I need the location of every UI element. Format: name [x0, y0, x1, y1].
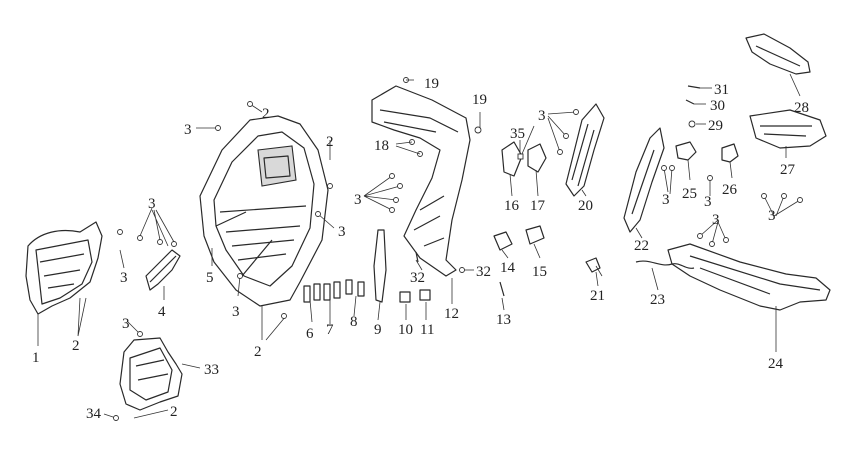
- label-34: 34: [86, 406, 102, 422]
- label-2: 2: [254, 344, 262, 360]
- part-20-trim: [565, 103, 605, 197]
- label-20: 20: [578, 198, 593, 214]
- label-24: 24: [768, 356, 784, 372]
- label-3: 3: [122, 316, 130, 332]
- part-21-connector: [585, 257, 603, 277]
- label-2: 2: [170, 404, 178, 420]
- part-16-bracket: [501, 141, 523, 177]
- label-3: 3: [120, 270, 128, 286]
- label-3: 3: [768, 208, 776, 224]
- label-3: 3: [662, 192, 670, 208]
- label-1: 1: [32, 350, 40, 366]
- part-15-switch: [525, 225, 545, 245]
- label-4: 4: [158, 304, 166, 320]
- part-7-clips: [323, 281, 341, 301]
- label-3: 3: [338, 224, 346, 240]
- label-32: 32: [476, 264, 491, 280]
- label-21: 21: [590, 288, 605, 304]
- part-29-washer: [688, 120, 696, 128]
- part-28-top-panel: [745, 33, 811, 75]
- label-2: 2: [72, 338, 80, 354]
- label-3: 3: [148, 196, 156, 212]
- part-9-strip: [373, 229, 387, 303]
- part-26-clip: [721, 143, 739, 163]
- label-2: 2: [262, 106, 270, 122]
- label-2: 2: [326, 134, 334, 150]
- leader-lines: [37, 73, 801, 419]
- part-14-switch: [493, 231, 513, 251]
- label-7: 7: [326, 322, 334, 338]
- label-27: 27: [780, 162, 796, 178]
- label-3: 3: [704, 194, 712, 210]
- label-14: 14: [500, 260, 516, 276]
- part-6-clips: [303, 283, 321, 303]
- part-24-floor-panel: [667, 243, 831, 311]
- part-27-rear-cover: [749, 109, 827, 149]
- label-28: 28: [794, 100, 809, 116]
- label-30: 30: [710, 98, 725, 114]
- part-25-clip: [675, 141, 697, 161]
- label-3: 3: [184, 122, 192, 138]
- label-8: 8: [350, 314, 358, 330]
- label-22: 22: [634, 238, 649, 254]
- part-30-pin: [685, 99, 695, 105]
- part-31-clip: [687, 85, 701, 89]
- part-22-side-trim: [623, 127, 665, 233]
- label-19: 19: [424, 76, 439, 92]
- label-16: 16: [504, 198, 520, 214]
- part-17-knob: [527, 143, 547, 173]
- label-10: 10: [398, 322, 413, 338]
- label-11: 11: [420, 322, 434, 338]
- label-35: 35: [510, 126, 525, 142]
- part-23-wire: [635, 260, 695, 269]
- label-19: 19: [472, 92, 487, 108]
- label-3: 3: [232, 304, 240, 320]
- label-17: 17: [530, 198, 546, 214]
- label-26: 26: [722, 182, 738, 198]
- label-15: 15: [532, 264, 547, 280]
- label-31: 31: [714, 82, 729, 98]
- part-8-clips: [345, 279, 365, 297]
- part-5-front-frame: [199, 115, 329, 307]
- part-13-screw: [499, 281, 505, 297]
- label-33: 33: [204, 362, 219, 378]
- label-5: 5: [206, 270, 214, 286]
- label-25: 25: [682, 186, 697, 202]
- part-33-lower-plate: [119, 337, 183, 411]
- label-13: 13: [496, 312, 511, 328]
- part-35-clip: [517, 153, 524, 160]
- label-6: 6: [306, 326, 314, 342]
- part-12-center-panel: [371, 85, 471, 277]
- label-18: 18: [374, 138, 389, 154]
- label-23: 23: [650, 292, 665, 308]
- label-9: 9: [374, 322, 382, 338]
- label-3: 3: [354, 192, 362, 208]
- label-32: 32: [410, 270, 425, 286]
- part-19-screws: [403, 77, 482, 134]
- part-10-block: [399, 291, 411, 303]
- label-29: 29: [708, 118, 723, 134]
- part-11-block: [419, 289, 431, 301]
- fasteners: [113, 101, 803, 421]
- label-3: 3: [712, 212, 720, 228]
- label-12: 12: [444, 306, 459, 322]
- part-number-labels: 1 2 2 2 2 2 3 3 3 3 3 3 3 3 3 3 3 3 4 5 …: [32, 76, 809, 422]
- part-1-left-inner-panel: [25, 221, 103, 315]
- label-3: 3: [538, 108, 546, 124]
- part-4-bracket: [145, 249, 181, 291]
